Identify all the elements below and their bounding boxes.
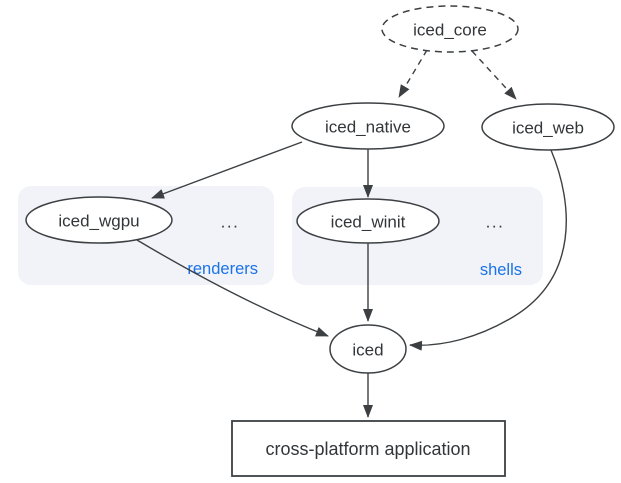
node-iced-label: iced bbox=[352, 341, 383, 360]
node-iced-winit: iced_winit bbox=[296, 198, 440, 244]
node-iced: iced bbox=[329, 324, 407, 374]
group-renderers-more: ... bbox=[221, 213, 240, 232]
edge-wgpu-to-iced bbox=[136, 239, 329, 337]
edges bbox=[136, 49, 567, 418]
node-iced-core-label: iced_core bbox=[413, 21, 487, 40]
node-cross-platform-app-shape bbox=[231, 420, 506, 477]
node-iced-shape bbox=[329, 324, 407, 374]
edge-native-to-wgpu bbox=[151, 141, 303, 199]
node-iced-wgpu-shape bbox=[25, 196, 173, 244]
group-shells-more: ... bbox=[486, 213, 505, 232]
node-iced-native: iced_native bbox=[291, 102, 445, 150]
node-iced-native-shape bbox=[291, 102, 445, 150]
node-iced-native-label: iced_native bbox=[325, 118, 411, 137]
node-iced-winit-label: iced_winit bbox=[331, 213, 406, 232]
node-iced-winit-shape bbox=[296, 198, 440, 244]
group-renderers-label: renderers bbox=[187, 260, 258, 278]
node-iced-web-shape bbox=[481, 103, 615, 151]
node-iced-web-label: iced_web bbox=[512, 119, 584, 138]
node-iced-web: iced_web bbox=[481, 103, 615, 151]
group-shells-label: shells bbox=[480, 261, 522, 279]
edge-core-to-native bbox=[398, 49, 428, 98]
node-iced-core: iced_core bbox=[381, 5, 519, 53]
node-cross-platform-app-label: cross-platform application bbox=[265, 439, 470, 459]
edge-core-to-web bbox=[471, 50, 517, 100]
node-iced-wgpu-label: iced_wgpu bbox=[58, 212, 139, 231]
node-cross-platform-app: cross-platform application bbox=[231, 420, 506, 477]
node-iced-core-shape bbox=[381, 5, 519, 53]
node-iced-wgpu: iced_wgpu bbox=[25, 196, 173, 244]
edge-web-to-iced bbox=[409, 149, 567, 351]
